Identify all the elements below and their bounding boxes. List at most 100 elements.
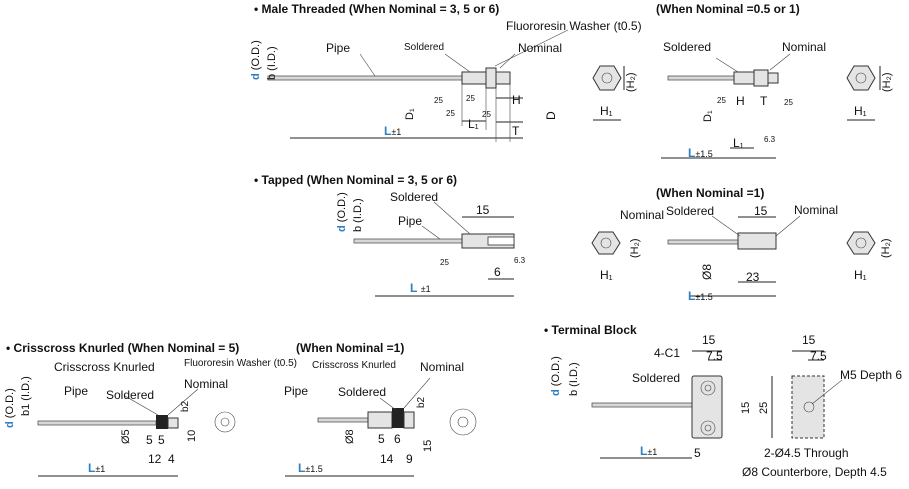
d1-label: D₁	[404, 108, 416, 120]
d25-label-terminal: 25	[758, 401, 770, 414]
soldered-label-terminal: Soldered	[632, 371, 681, 385]
t-label: T	[512, 124, 520, 138]
through-label: 2-Ø4.5 Through	[764, 446, 849, 460]
d15r-label-terminal: 15	[802, 333, 816, 347]
r1-label-tapped: 25	[440, 258, 449, 267]
len-label-knurled-small: L±1.5	[298, 461, 323, 475]
d8-label-tapped-small: Ø8	[700, 263, 714, 280]
d5-label-knurled: Ø5	[120, 429, 132, 444]
knurled-small-drawing	[285, 377, 477, 477]
h1-label-tapped-right: H₁	[854, 268, 867, 282]
od-label-terminal: d (O.D.)	[550, 356, 562, 396]
len-label-tapped: L ±1	[410, 281, 431, 295]
h1-label-left: H₁	[600, 104, 613, 118]
nominal-label-tapped-small: Nominal	[794, 203, 839, 217]
soldered-label-knurled-small: Soldered	[338, 385, 387, 399]
n14-label-small: 14	[380, 452, 394, 466]
len-label-terminal: L±1	[640, 444, 658, 458]
len-label-tapped-small: L±1.5	[688, 289, 713, 303]
nominal-left-label: Nominal	[620, 208, 665, 222]
len-label-knurled: L±1	[88, 461, 106, 475]
soldered-label-knurled: Soldered	[106, 388, 155, 402]
pipe-label-knurled: Pipe	[64, 384, 89, 398]
n12-label: 12	[148, 452, 162, 466]
d1-label-small: D₁	[702, 110, 714, 122]
male-threaded-drawing	[267, 29, 569, 142]
d5-label-terminal: 5	[694, 446, 701, 460]
r3-label-small: 6.3	[764, 135, 776, 144]
heading-male-small: (When Nominal =0.5 or 1)	[656, 2, 800, 16]
d6-label-tapped: 6	[494, 265, 501, 279]
soldered-label-tapped-small: Soldered	[666, 204, 715, 218]
h-label: H	[512, 93, 521, 107]
r2-label: 25	[466, 94, 475, 103]
b2-label-knurled: b2	[180, 400, 191, 412]
pipe-label-knurled-small: Pipe	[284, 384, 309, 398]
knurled-label: Crisscross Knurled	[54, 360, 155, 374]
od-label-tapped: d (O.D.)	[336, 192, 348, 232]
h2-label-tapped-left: (H₂)	[629, 238, 641, 258]
r2-label-tapped: 6.3	[514, 256, 526, 265]
m5-label: M5 Depth 6	[840, 368, 903, 382]
n6-label-small: 6	[394, 432, 401, 446]
h2-label-tapped-right: (H₂)	[880, 238, 892, 258]
h-label-small: H	[736, 94, 745, 108]
len-label-male: L±1	[384, 124, 402, 138]
od-label-knurled: d (O.D.)	[4, 388, 16, 428]
d-label: D	[544, 111, 558, 120]
len-label-small: L±1.5	[688, 146, 713, 160]
h2-label-left: (H₂)	[625, 72, 637, 92]
nominal-label-knurled-small: Nominal	[420, 360, 465, 374]
washer-label: Fluororesin Washer (t0.5)	[506, 19, 642, 33]
counterbore-label: Ø8 Counterbore, Depth 4.5	[742, 465, 887, 479]
r3-label: 25	[446, 109, 455, 118]
pipe-label-tapped: Pipe	[398, 214, 423, 228]
d23-label-tapped-small: 23	[746, 270, 760, 284]
h2-label-right: (H₂)	[881, 72, 893, 92]
heading-knurled-small: (When Nominal =1)	[296, 341, 405, 355]
d15-label-terminal: 15	[702, 333, 716, 347]
l1-label-small: L₁	[733, 136, 744, 150]
d75-label-terminal: 7.5	[706, 349, 723, 363]
soldered-label: Soldered	[404, 42, 445, 53]
washer-label-knurled: Fluororesin Washer (t0.5)	[184, 358, 297, 369]
heading-tapped-small: (When Nominal =1)	[656, 186, 765, 200]
nominal-label: Nominal	[518, 41, 563, 55]
pipe-label: Pipe	[326, 41, 351, 55]
terminal-drawing	[591, 350, 843, 459]
b1-label-knurled: b1 (I.D.)	[20, 376, 32, 416]
r1-label-small: 25	[717, 96, 726, 105]
knurled-label-small: Crisscross Knurled	[312, 360, 396, 371]
soldered-label-small: Soldered	[663, 40, 712, 54]
n10-label: 10	[186, 429, 198, 442]
h1-label-tapped-left: H₁	[600, 268, 613, 282]
d75r-label-terminal: 7.5	[810, 349, 827, 363]
d8-label-knurled-small: Ø8	[344, 429, 356, 444]
od-label-male: d (O.D.)	[250, 40, 262, 80]
tapped-drawing	[353, 201, 515, 297]
n5-label-small: 5	[378, 432, 385, 446]
n15-label-small: 15	[422, 439, 434, 452]
n4-label: 4	[168, 452, 175, 466]
d15b-label-terminal: 15	[740, 401, 752, 414]
soldered-label-tapped: Soldered	[390, 190, 439, 204]
c1-label: 4-C1	[654, 346, 681, 360]
heading-knurled: • Crisscross Knurled (When Nominal = 5)	[6, 341, 240, 355]
id-label-tapped: b (I.D.)	[352, 198, 364, 232]
b2-label-knurled-small: b2	[416, 396, 427, 408]
nominal-label-small: Nominal	[782, 40, 827, 54]
heading-tapped: • Tapped (When Nominal = 3, 5 or 6)	[254, 173, 458, 187]
male-small-drawing	[592, 53, 881, 159]
id-label-terminal: b (I.D.)	[568, 362, 580, 396]
h1-label-right: H₁	[854, 104, 867, 118]
knurled-drawing	[37, 388, 236, 477]
n9-label-small: 9	[406, 452, 413, 466]
r1-label: 25	[434, 96, 443, 105]
n5a-label: 5	[146, 433, 153, 447]
heading-male-threaded: • Male Threaded (When Nominal = 3, 5 or …	[254, 2, 500, 16]
id-label-male: b (I.D.)	[266, 46, 278, 80]
t-label-small: T	[760, 94, 768, 108]
l1-label: L₁	[468, 117, 479, 131]
d15-label-tapped-small: 15	[754, 204, 768, 218]
